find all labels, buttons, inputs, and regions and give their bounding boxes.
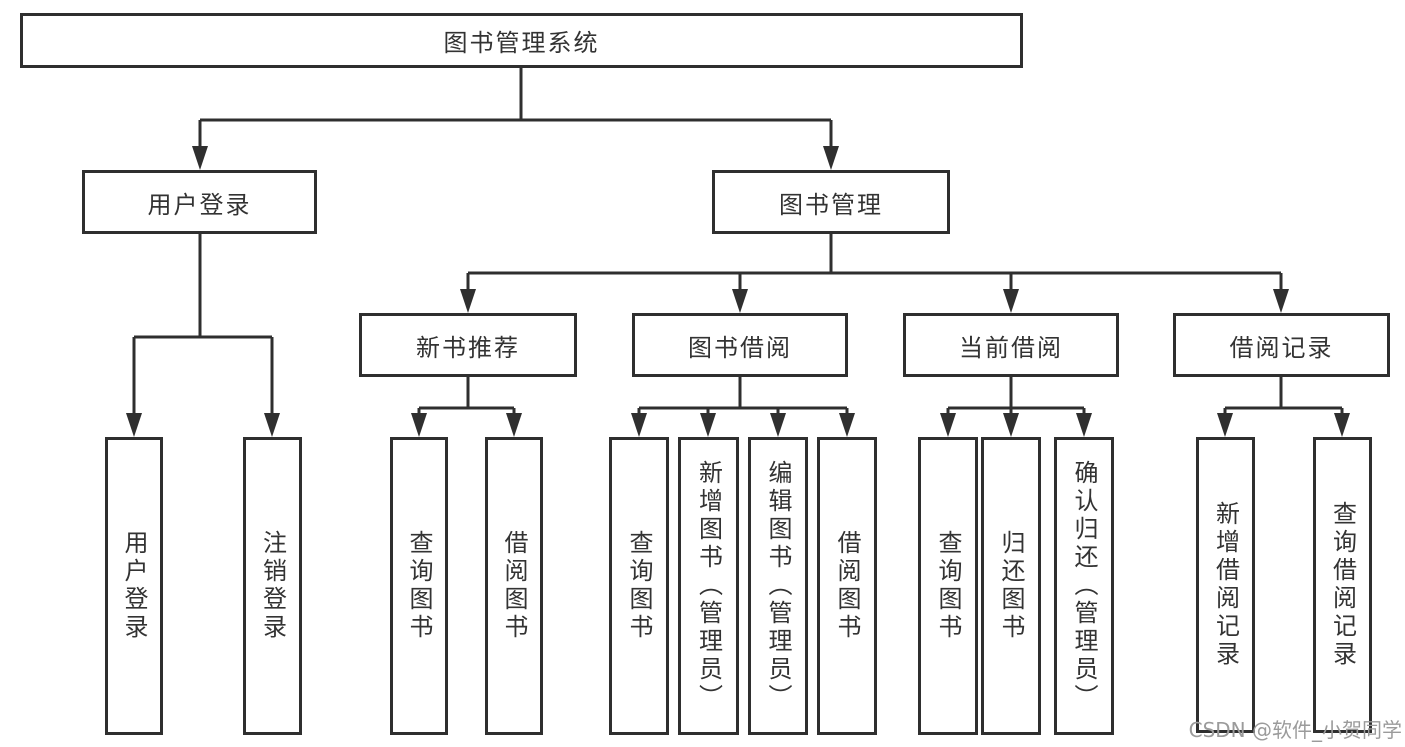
leaf-add-books-admin-label: 新增图书（管理员） <box>694 460 723 712</box>
leaf-logout-label: 注销登录 <box>258 530 287 642</box>
node-book-borrowing-label: 图书借阅 <box>688 333 792 362</box>
leaf-borrow-books: 借阅图书 <box>817 437 877 735</box>
leaf-add-books-admin: 新增图书（管理员） <box>678 437 739 735</box>
node-user-login-label: 用户登录 <box>147 190 252 219</box>
node-library-management-system: 图书管理系统 <box>20 13 1023 68</box>
node-current-borrowing: 当前借阅 <box>903 313 1119 377</box>
node-borrowing-records-label: 借阅记录 <box>1229 333 1334 362</box>
csdn-watermark: CSDN @软件_小贺同学 <box>1188 718 1402 742</box>
node-borrowing-records: 借阅记录 <box>1173 313 1390 377</box>
leaf-add-borrow-record-label: 新增借阅记录 <box>1211 501 1240 669</box>
leaf-query-borrow-record-label: 查询借阅记录 <box>1328 501 1357 669</box>
leaf-confirm-return-admin-label: 确认归还（管理员） <box>1070 460 1098 712</box>
node-new-book-recommendation-label: 新书推荐 <box>416 333 520 362</box>
node-book-borrowing: 图书借阅 <box>632 313 848 377</box>
leaf-borrow-books-recommend-label: 借阅图书 <box>500 530 528 642</box>
leaf-query-books-recommend-label: 查询图书 <box>405 530 433 642</box>
leaf-query-books-current: 查询图书 <box>918 437 978 735</box>
leaf-confirm-return-admin: 确认归还（管理员） <box>1054 437 1114 735</box>
leaf-query-borrow-record: 查询借阅记录 <box>1313 437 1372 733</box>
node-book-management: 图书管理 <box>712 170 950 234</box>
leaf-query-books-recommend: 查询图书 <box>390 437 448 735</box>
leaf-user-login: 用户登录 <box>105 437 163 735</box>
leaf-query-books-borrowing-label: 查询图书 <box>625 530 653 642</box>
leaf-return-books: 归还图书 <box>981 437 1041 735</box>
node-user-login: 用户登录 <box>82 170 317 234</box>
leaf-logout: 注销登录 <box>243 437 302 735</box>
leaf-user-login-label: 用户登录 <box>120 530 148 642</box>
leaf-add-borrow-record: 新增借阅记录 <box>1196 437 1255 733</box>
leaf-borrow-books-recommend: 借阅图书 <box>485 437 543 735</box>
leaf-return-books-label: 归还图书 <box>997 530 1025 642</box>
node-current-borrowing-label: 当前借阅 <box>959 333 1063 362</box>
leaf-query-books-borrowing: 查询图书 <box>609 437 669 735</box>
leaf-borrow-books-label: 借阅图书 <box>833 530 861 642</box>
node-library-management-system-label: 图书管理系统 <box>443 29 600 57</box>
node-new-book-recommendation: 新书推荐 <box>359 313 577 377</box>
leaf-query-books-current-label: 查询图书 <box>934 530 962 642</box>
leaf-edit-books-admin: 编辑图书（管理员） <box>748 437 808 735</box>
leaf-edit-books-admin-label: 编辑图书（管理员） <box>764 460 792 712</box>
node-book-management-label: 图书管理 <box>779 190 883 219</box>
